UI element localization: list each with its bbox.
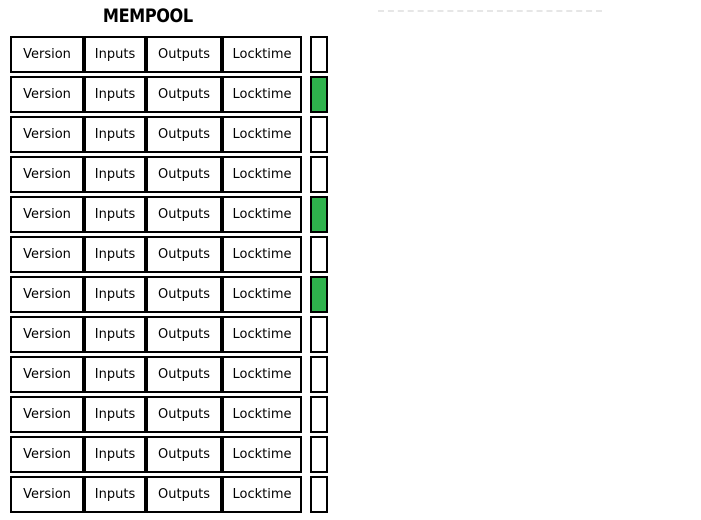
transaction-version-cell: Version	[10, 276, 84, 313]
transaction-outputs-cell: Outputs	[146, 76, 222, 113]
transaction-outputs-cell: Outputs	[146, 436, 222, 473]
status-indicator	[310, 116, 328, 153]
transaction-inputs-cell: Inputs	[84, 436, 146, 473]
transaction-version-cell: Version	[10, 36, 84, 73]
transaction-inputs-cell: Inputs	[84, 276, 146, 313]
page-title: MEMPOOL	[103, 5, 193, 27]
status-indicator	[310, 356, 328, 393]
transaction-outputs-cell: Outputs	[146, 476, 222, 513]
transaction-locktime-cell: Locktime	[222, 436, 302, 473]
transaction-inputs-cell: Inputs	[84, 356, 146, 393]
dashed-boundary-line	[378, 10, 602, 12]
transaction-version-cell: Version	[10, 236, 84, 273]
transaction-outputs-cell: Outputs	[146, 276, 222, 313]
transaction-outputs-cell: Outputs	[146, 356, 222, 393]
transaction-outputs-cell: Outputs	[146, 316, 222, 353]
transaction-row: Version Inputs Outputs Locktime	[10, 36, 328, 73]
transaction-row: Version Inputs Outputs Locktime	[10, 156, 328, 193]
transaction-inputs-cell: Inputs	[84, 476, 146, 513]
status-indicator	[310, 156, 328, 193]
transaction-outputs-cell: Outputs	[146, 196, 222, 233]
transaction-version-cell: Version	[10, 316, 84, 353]
transaction-locktime-cell: Locktime	[222, 156, 302, 193]
transaction-row: Version Inputs Outputs Locktime	[10, 76, 328, 113]
transaction-version-cell: Version	[10, 396, 84, 433]
transaction-version-cell: Version	[10, 356, 84, 393]
transaction-version-cell: Version	[10, 436, 84, 473]
transaction-locktime-cell: Locktime	[222, 236, 302, 273]
transaction-outputs-cell: Outputs	[146, 36, 222, 73]
page-title-container: MEMPOOL	[1, 5, 295, 27]
transaction-locktime-cell: Locktime	[222, 476, 302, 513]
transaction-row: Version Inputs Outputs Locktime	[10, 236, 328, 273]
transaction-row: Version Inputs Outputs Locktime	[10, 396, 328, 433]
transaction-inputs-cell: Inputs	[84, 396, 146, 433]
transaction-version-cell: Version	[10, 116, 84, 153]
transaction-locktime-cell: Locktime	[222, 356, 302, 393]
status-indicator	[310, 316, 328, 353]
transaction-version-cell: Version	[10, 76, 84, 113]
transaction-locktime-cell: Locktime	[222, 316, 302, 353]
transaction-locktime-cell: Locktime	[222, 36, 302, 73]
status-indicator	[310, 476, 328, 513]
status-indicator	[310, 396, 328, 433]
transaction-outputs-cell: Outputs	[146, 116, 222, 153]
transaction-locktime-cell: Locktime	[222, 116, 302, 153]
mempool-transaction-list: Version Inputs Outputs Locktime Version …	[10, 36, 328, 516]
transaction-outputs-cell: Outputs	[146, 156, 222, 193]
status-indicator	[310, 236, 328, 273]
transaction-inputs-cell: Inputs	[84, 196, 146, 233]
transaction-locktime-cell: Locktime	[222, 196, 302, 233]
transaction-version-cell: Version	[10, 196, 84, 233]
status-indicator	[310, 76, 328, 113]
transaction-inputs-cell: Inputs	[84, 36, 146, 73]
transaction-inputs-cell: Inputs	[84, 236, 146, 273]
status-indicator	[310, 276, 328, 313]
transaction-inputs-cell: Inputs	[84, 116, 146, 153]
status-indicator	[310, 36, 328, 73]
transaction-row: Version Inputs Outputs Locktime	[10, 356, 328, 393]
transaction-version-cell: Version	[10, 476, 84, 513]
transaction-row: Version Inputs Outputs Locktime	[10, 116, 328, 153]
transaction-outputs-cell: Outputs	[146, 396, 222, 433]
transaction-row: Version Inputs Outputs Locktime	[10, 476, 328, 513]
transaction-inputs-cell: Inputs	[84, 76, 146, 113]
transaction-row: Version Inputs Outputs Locktime	[10, 316, 328, 353]
transaction-outputs-cell: Outputs	[146, 236, 222, 273]
transaction-row: Version Inputs Outputs Locktime	[10, 196, 328, 233]
transaction-row: Version Inputs Outputs Locktime	[10, 436, 328, 473]
transaction-locktime-cell: Locktime	[222, 76, 302, 113]
transaction-inputs-cell: Inputs	[84, 156, 146, 193]
transaction-locktime-cell: Locktime	[222, 276, 302, 313]
transaction-inputs-cell: Inputs	[84, 316, 146, 353]
transaction-row: Version Inputs Outputs Locktime	[10, 276, 328, 313]
status-indicator	[310, 196, 328, 233]
transaction-version-cell: Version	[10, 156, 84, 193]
transaction-locktime-cell: Locktime	[222, 396, 302, 433]
status-indicator	[310, 436, 328, 473]
